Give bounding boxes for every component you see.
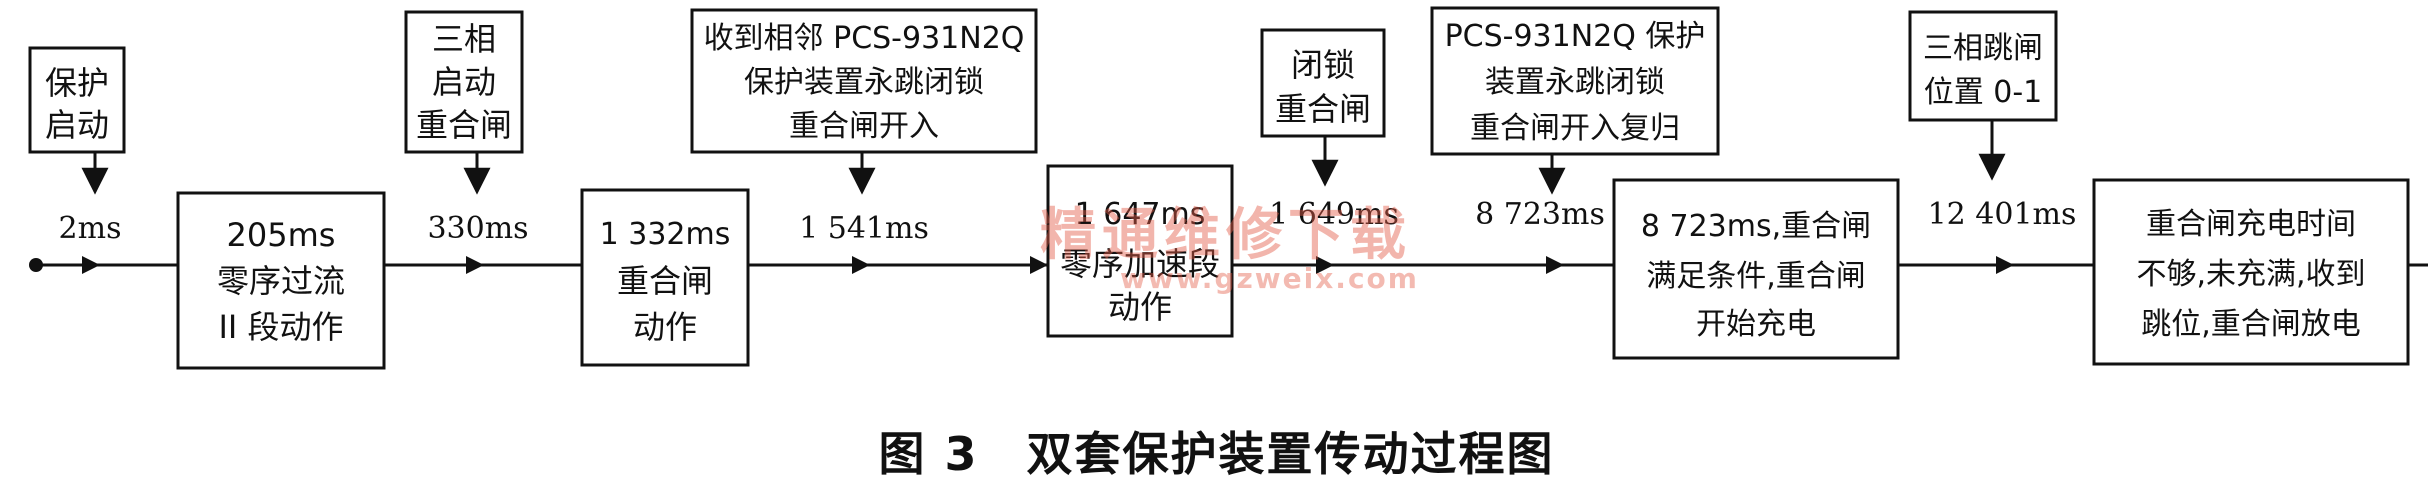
stage-charging-line3: 开始充电 [1696,307,1816,342]
stage-charging-line1: 8 723ms,重合闸 [1641,209,1871,244]
event-trip-line2: 位置 0-1 [1924,75,2043,110]
event-box-lock-reset [1430,6,1720,156]
event-lock-line2: 重合闸 [1275,90,1371,128]
event-lock-line1: 闭锁 [1291,46,1355,84]
stage-box-zero-seq-ii [176,191,386,370]
stage-box-reclose-discharge [2092,178,2410,366]
stage-box-reclose-charging [1612,178,1900,360]
event-reset-line2: 装置永跳闭锁 [1485,65,1665,100]
time-label-2ms: 2ms [59,211,122,246]
time-label-8723ms: 8 723ms [1475,197,1605,232]
timeline-arrow-3b [1030,256,1048,274]
time-label-1649ms: 1 649ms [1269,197,1399,232]
timeline-arrow-3 [852,256,870,274]
event-neighbor-line2: 保护装置永跳闭锁 [744,65,984,100]
event-box-neighbor-lock [690,8,1038,154]
event-three-phase-line3: 重合闸 [416,106,512,144]
timeline-start-dot [29,258,43,272]
time-label-330ms: 330ms [427,211,528,246]
timeline-arrow-4 [1316,256,1334,274]
stage-zero-seq-ii-line1: 205ms [227,216,336,254]
event-neighbor-line1: 收到相邻 PCS-931N2Q [704,21,1025,56]
event-three-phase-line1: 三相 [432,20,496,58]
process-diagram: 2ms 330ms 1 541ms 1 649ms 8 723ms 12 401… [28,6,2428,370]
time-label-12401ms: 12 401ms [1928,197,2077,232]
event-box-three-phase-start [404,10,524,154]
stage-accel-line1: 零序加速段 [1060,245,1220,283]
event-neighbor-line3: 重合闸开入 [789,109,939,144]
event-box-protection-start [28,46,126,154]
event-trip-line1: 三相跳闸 [1923,31,2043,66]
figure-caption: 图 3 双套保护装置传动过程图 [878,427,1555,481]
event-protection-start-line1: 保护 [45,64,109,102]
stage-accel-time: 1 647ms [1075,197,1206,232]
stage-zero-seq-ii-line2: 零序过流 [217,262,345,300]
event-protection-start-line2: 启动 [45,106,109,144]
event-box-trip-position [1908,10,2058,122]
stage-reclose-line3: 动作 [633,308,697,346]
event-box-lock-reclose [1260,28,1386,138]
stage-accel-line2: 动作 [1108,288,1172,326]
stage-box-zero-seq-accel [1046,164,1234,338]
event-reset-line1: PCS-931N2Q 保护 [1445,19,1706,54]
stage-discharge-line1: 重合闸充电时间 [2146,207,2356,242]
stage-discharge-line2: 不够,未充满,收到 [2136,257,2365,292]
timeline-arrow-2 [466,256,484,274]
timeline-arrow-1 [82,256,100,274]
timeline-arrow-5 [1546,256,1564,274]
stage-discharge-line3: 跳位,重合闸放电 [2141,307,2361,342]
time-label-1541ms: 1 541ms [799,211,929,246]
timeline-arrow-6 [1996,256,2014,274]
stage-reclose-line1: 1 332ms [600,217,731,252]
stage-charging-line2: 满足条件,重合闸 [1646,259,1866,294]
event-three-phase-line2: 启动 [432,63,496,101]
stage-box-reclose-action [580,188,750,367]
stage-zero-seq-ii-line3: II 段动作 [218,308,343,346]
stage-reclose-line2: 重合闸 [617,262,713,300]
event-reset-line3: 重合闸开入复归 [1470,111,1680,146]
